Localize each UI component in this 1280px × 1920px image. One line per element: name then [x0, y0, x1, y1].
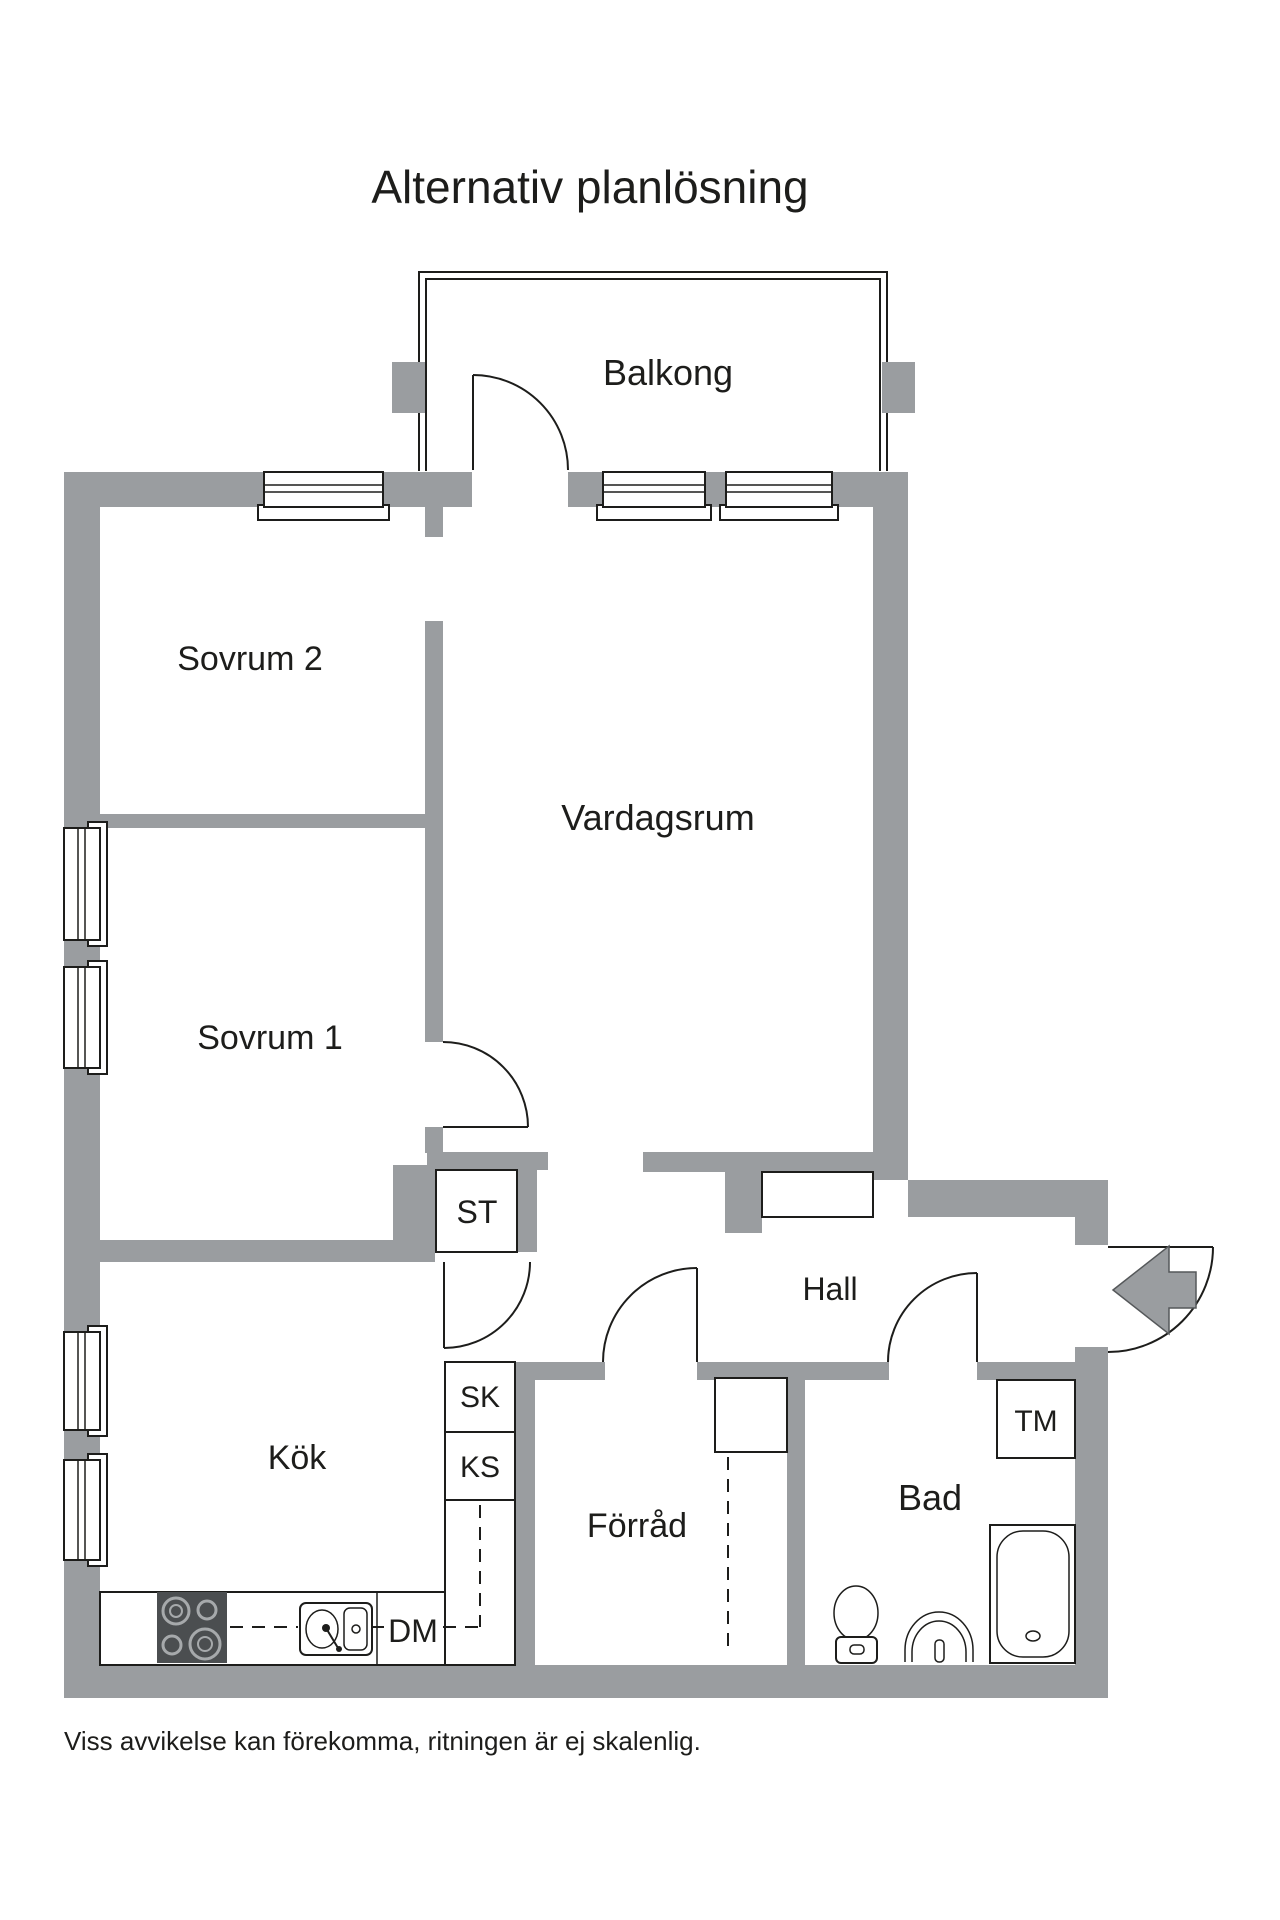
wall-segment [832, 472, 908, 507]
balcony-pillar-right [882, 362, 915, 413]
room-labels: Balkong Sovrum 2 Vardagsrum Sovrum 1 ST … [177, 352, 1057, 1649]
window [63, 960, 108, 1075]
room-label-sovrum1: Sovrum 1 [197, 1019, 343, 1057]
wall-segment [64, 507, 100, 828]
window [719, 471, 839, 521]
kitchen-sink [299, 1602, 373, 1656]
wall-segment [427, 1152, 548, 1170]
wall-segment [517, 1170, 537, 1252]
toilet [833, 1585, 879, 1664]
cabinet-sk-box [444, 1361, 516, 1433]
wall-segment [64, 1560, 100, 1665]
balcony-door [472, 374, 569, 471]
wall-segment [1075, 1217, 1108, 1245]
wall-segment [64, 472, 264, 507]
cabinet-ks-box [444, 1431, 516, 1501]
wall-segment [64, 1068, 100, 1332]
wall-segment [64, 1665, 1108, 1698]
wall-segment [535, 1362, 605, 1380]
wall-segment [873, 507, 908, 1180]
window [257, 471, 390, 521]
entrance-door [1107, 1246, 1214, 1353]
bathtub [989, 1524, 1076, 1664]
closet-st-box [435, 1169, 518, 1253]
storage-wardrobe [714, 1377, 788, 1453]
windows [63, 471, 839, 1567]
page-title: Alternativ planlösning [371, 161, 808, 213]
wall-segment [425, 621, 443, 1042]
wall-segment [908, 1180, 1108, 1217]
walls [64, 472, 1108, 1698]
room-label-sk: SK [460, 1381, 500, 1414]
room-label-sovrum2: Sovrum 2 [177, 640, 323, 678]
window [63, 1325, 108, 1437]
wall-segment [383, 472, 472, 507]
wall-segment [697, 1362, 889, 1380]
storage-units [99, 1169, 1076, 1666]
room-label-vardagsrum: Vardagsrum [561, 797, 754, 838]
room-label-balkong: Balkong [603, 352, 733, 393]
wall-segment [787, 1380, 805, 1665]
kitchen-door [443, 1261, 531, 1349]
wall-segment [515, 1362, 535, 1665]
window [596, 471, 712, 521]
room-label-bad: Bad [898, 1477, 962, 1518]
window [63, 821, 108, 947]
storage-door [602, 1267, 698, 1363]
room-label-st: ST [457, 1194, 498, 1230]
wall-segment [977, 1362, 1075, 1380]
doors [442, 374, 1214, 1363]
washing-machine-box [996, 1379, 1076, 1459]
wall-segment [568, 472, 603, 507]
bathroom-sink [904, 1611, 974, 1663]
balcony-outline [392, 271, 915, 471]
balcony-pillar-left [392, 362, 425, 413]
bedroom1-door [442, 1041, 529, 1128]
wall-segment [425, 1127, 443, 1153]
wall-segment [100, 1240, 435, 1262]
entrance-arrow-icon [1111, 1244, 1197, 1336]
room-label-forrad: Förråd [587, 1507, 687, 1545]
bathroom-door [887, 1272, 978, 1363]
wall-segment [100, 814, 443, 828]
window [63, 1453, 108, 1567]
wall-segment [705, 472, 726, 507]
room-label-dm: DM [388, 1613, 438, 1649]
room-label-hall: Hall [802, 1271, 857, 1307]
hall-wardrobe [761, 1171, 874, 1218]
room-label-kok: Kök [268, 1439, 328, 1477]
wall-segment [1075, 1347, 1108, 1665]
room-label-tm: TM [1014, 1405, 1057, 1438]
wall-segment [425, 507, 443, 537]
dashed-lines [230, 1457, 729, 1653]
stove [157, 1592, 227, 1663]
room-label-ks: KS [460, 1451, 500, 1484]
wall-segment [643, 1152, 873, 1172]
footnote: Viss avvikelse kan förekomma, ritningen … [64, 1726, 701, 1756]
wall-segment [725, 1172, 762, 1233]
